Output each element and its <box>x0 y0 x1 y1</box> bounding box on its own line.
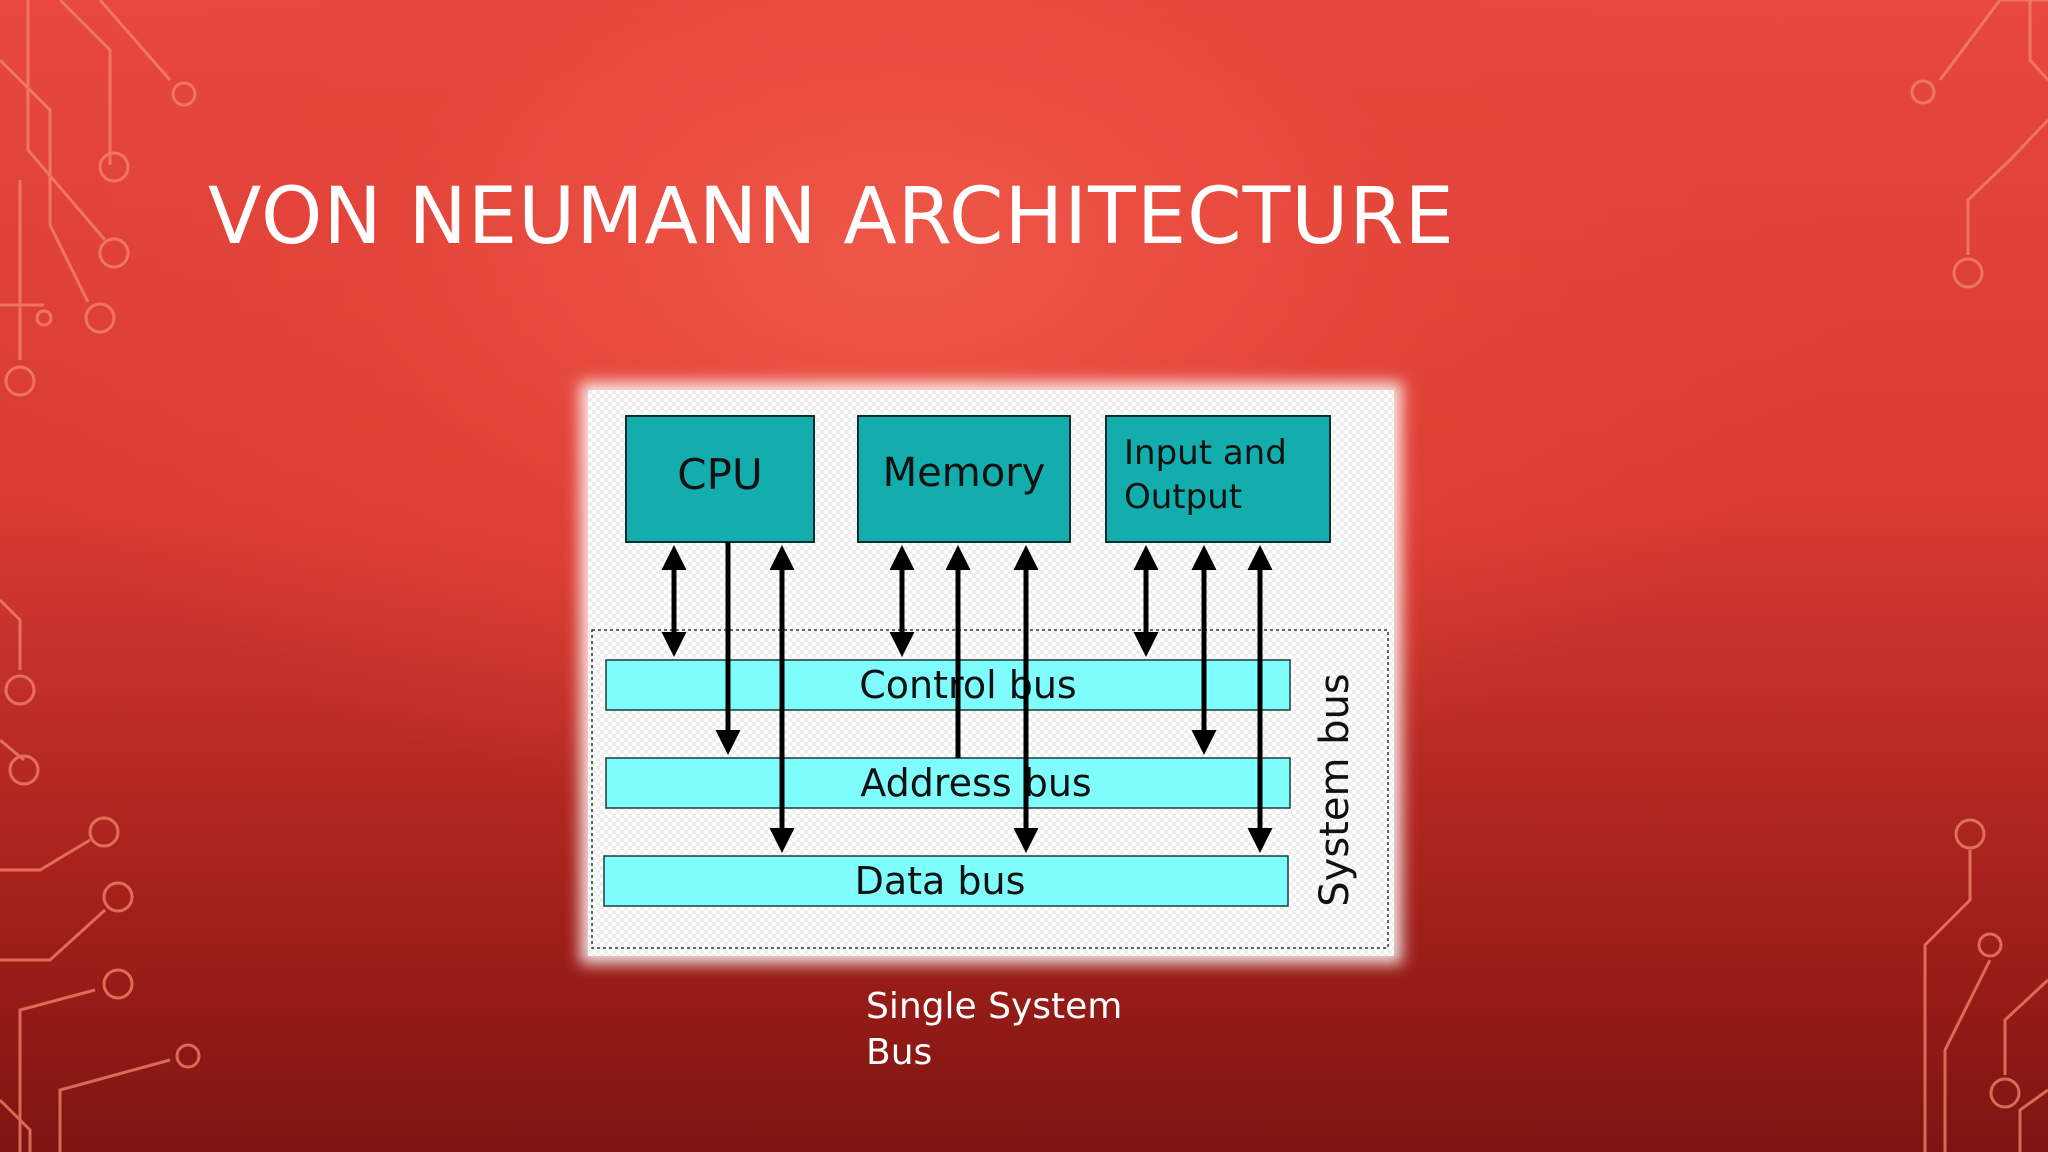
caption-line-1: Single System <box>866 986 1123 1027</box>
memory-label: Memory <box>883 450 1046 496</box>
architecture-diagram: CPU Memory Input and Output Control bus … <box>588 390 1394 956</box>
control-bus: Control bus <box>605 659 1291 711</box>
cpu-label: CPU <box>677 450 762 499</box>
address-bus-label: Address bus <box>860 761 1091 805</box>
data-bus: Data bus <box>603 855 1289 907</box>
address-bus: Address bus <box>605 757 1291 809</box>
data-bus-label: Data bus <box>855 859 1026 903</box>
io-label-line1: Input and <box>1124 433 1287 473</box>
caption-line-2: Bus <box>866 1032 933 1073</box>
system-bus-label: System bus <box>1312 673 1358 906</box>
memory-box: Memory <box>857 415 1071 543</box>
bus-connections <box>661 542 1273 853</box>
cpu-box: CPU <box>625 415 815 543</box>
control-bus-label: Control bus <box>859 663 1076 707</box>
diagram-caption: Single System Bus <box>866 984 1166 1076</box>
io-box: Input and Output <box>1105 415 1331 543</box>
system-bus-frame <box>591 629 1389 949</box>
diagram-canvas: CPU Memory Input and Output Control bus … <box>588 390 1394 956</box>
io-label-line2: Output <box>1124 477 1242 517</box>
page-title: VON NEUMANN ARCHITECTURE <box>208 172 1455 262</box>
